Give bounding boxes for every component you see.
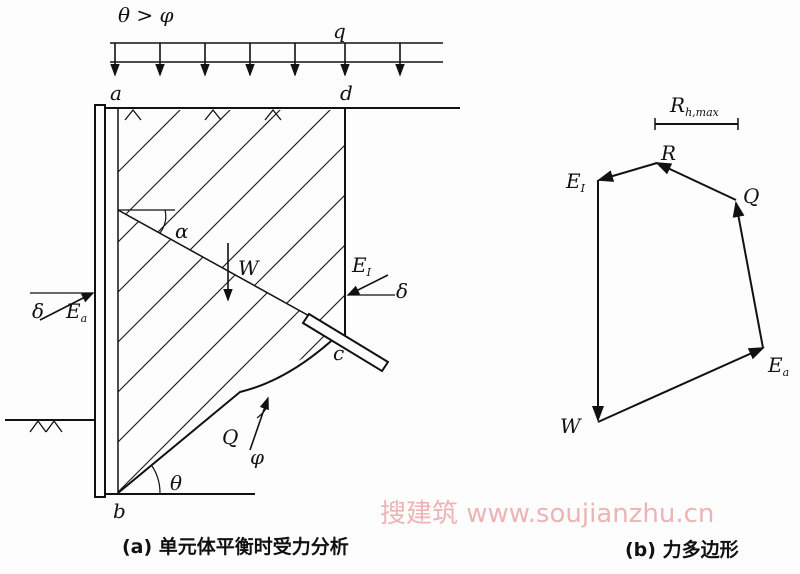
surcharge-load [110, 42, 443, 77]
ground-symbols [29, 108, 282, 433]
divide-line [117, 209, 341, 334]
ei-arrow [346, 274, 389, 296]
alpha-arc [159, 209, 167, 234]
polygon-ei-label: EI [565, 169, 586, 195]
condition-label: θ > φ [118, 3, 174, 27]
point-b: b [113, 499, 126, 523]
polygon-q-label: Q [743, 184, 759, 208]
phi-arc [256, 404, 269, 419]
delta-left-label: δ [32, 299, 44, 323]
rh-max-label: Rh,max [669, 93, 720, 119]
theta-label: θ [170, 471, 182, 495]
phi-label: φ [250, 445, 264, 469]
point-c: c [333, 341, 344, 365]
delta-right-label: δ [396, 279, 408, 303]
anchor-rod [301, 312, 390, 373]
force-polygon [592, 162, 765, 423]
load-q-label: q [333, 19, 346, 43]
alpha-label: α [175, 219, 189, 243]
retaining-wall [94, 104, 106, 498]
q-force-label: Q [222, 425, 238, 449]
weight-label: W [238, 256, 260, 280]
caption-b: (b) 力多边形 [625, 538, 739, 561]
ea-label: Ea [65, 299, 87, 325]
slip-surface [117, 332, 341, 494]
polygon-ea-label: Ea [767, 353, 789, 379]
q-arrow [249, 396, 269, 451]
caption-a: (a) 单元体平衡时受力分析 [122, 535, 349, 558]
ea-arrow [39, 292, 95, 321]
watermark: 搜建筑 www.soujianzhu.cn [380, 499, 714, 529]
theta-arc [151, 465, 161, 494]
polygon-w-label: W [560, 414, 582, 438]
polygon-r-label: R [660, 141, 676, 165]
ei-label: EI [351, 253, 372, 279]
point-d: d [340, 81, 353, 105]
point-a: a [110, 81, 122, 105]
